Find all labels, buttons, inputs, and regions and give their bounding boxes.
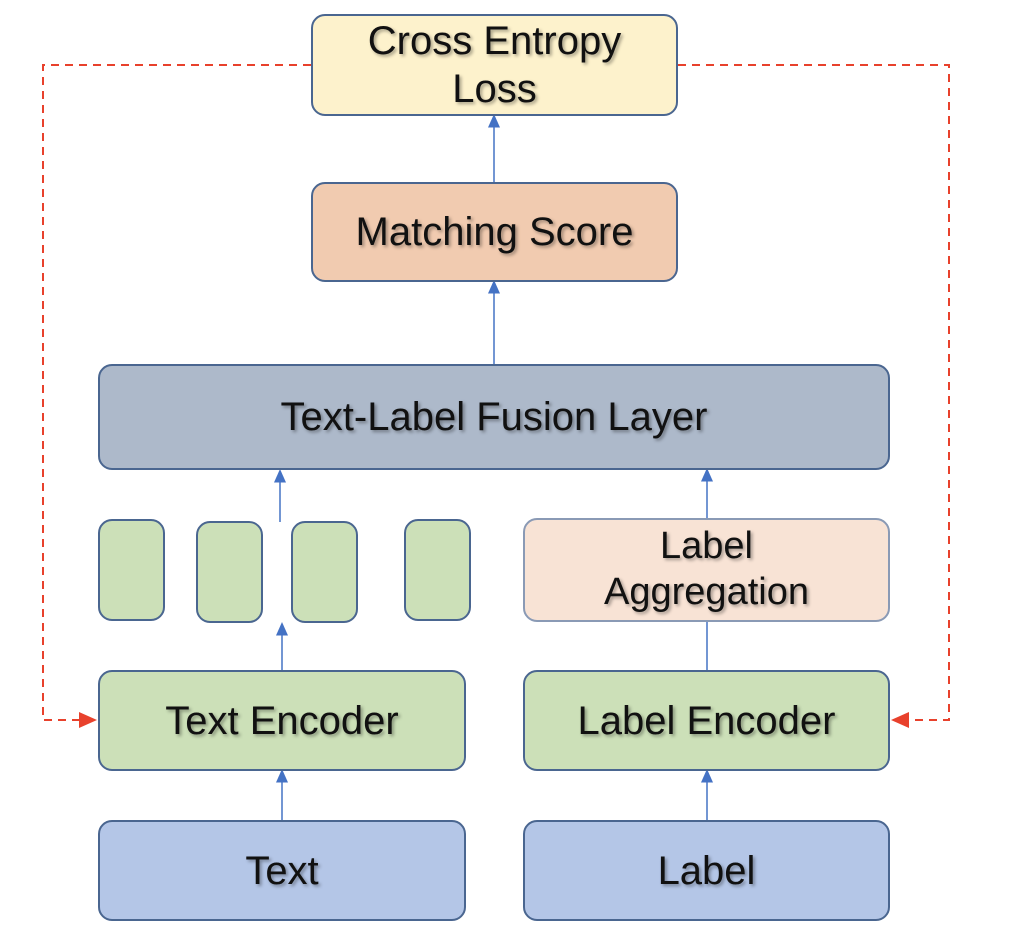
text-input-label: Text: [245, 848, 319, 893]
label-encoder-label: Label Encoder: [577, 698, 836, 743]
text-token-embedding-4: [404, 519, 471, 621]
label-aggregation-node: Label Aggregation: [523, 518, 890, 622]
fusion-layer-node: Text-Label Fusion Layer: [98, 364, 890, 470]
text-encoder-node: Text Encoder: [98, 670, 466, 771]
feedback-arrow-right: [678, 64, 950, 728]
text-token-embedding-2: [196, 521, 263, 623]
label-aggregation-label: Label Aggregation: [604, 525, 809, 613]
text-encoder-label: Text Encoder: [165, 698, 399, 743]
feedback-arrow-left: [42, 64, 311, 728]
matching-score-node: Matching Score: [311, 182, 678, 282]
text-token-embedding-3: [291, 521, 358, 623]
label-encoder-node: Label Encoder: [523, 670, 890, 771]
label-input-node: Label: [523, 820, 890, 921]
cross-entropy-loss-label: Cross Entropy Loss: [367, 19, 622, 111]
cross-entropy-loss-node: Cross Entropy Loss: [311, 14, 678, 116]
label-input-label: Label: [657, 848, 756, 893]
fusion-layer-label: Text-Label Fusion Layer: [280, 395, 708, 439]
text-input-node: Text: [98, 820, 466, 921]
text-token-embedding-1: [98, 519, 165, 621]
matching-score-label: Matching Score: [355, 210, 634, 254]
